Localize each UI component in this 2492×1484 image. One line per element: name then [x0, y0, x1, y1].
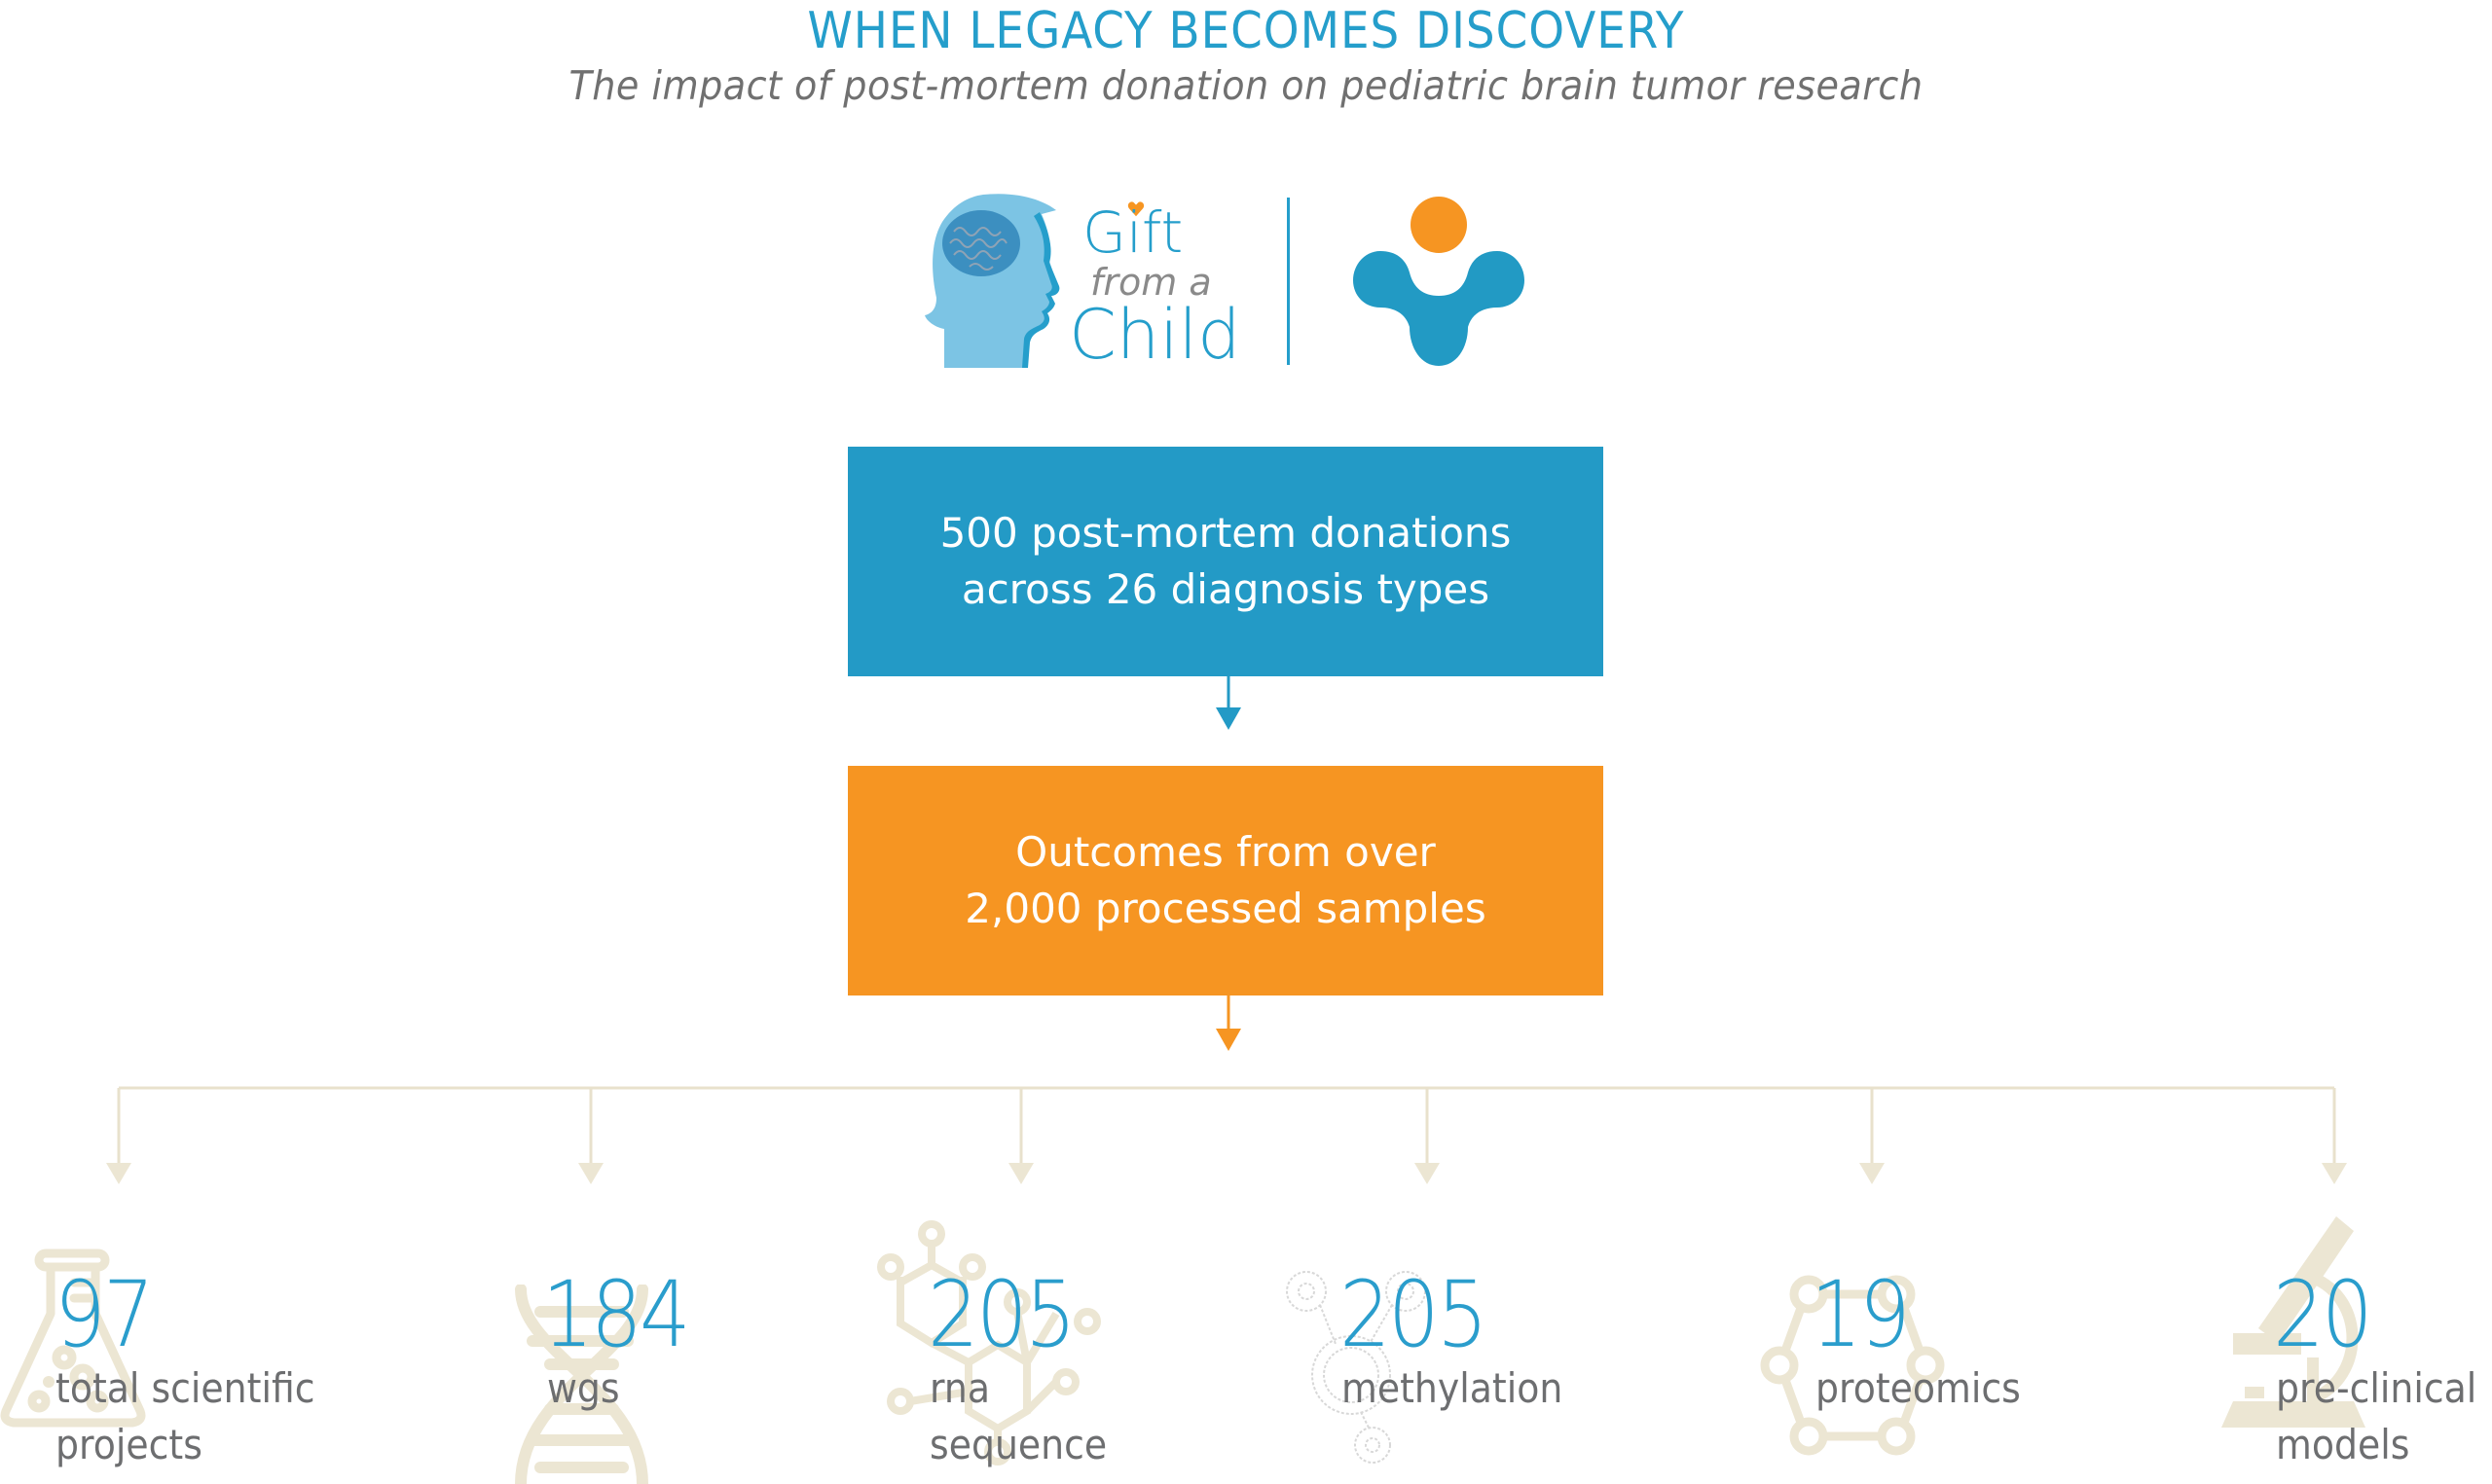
- partner-logo-icon: [1353, 197, 1524, 366]
- stat-value: 205: [928, 1262, 1077, 1368]
- logo-text-child: Child: [1069, 295, 1241, 375]
- stat-label-line-2: sequence: [930, 1421, 1108, 1468]
- stat-label: total scientific projects: [55, 1360, 315, 1473]
- donations-line-2: across 26 diagnosis types: [961, 565, 1490, 613]
- heart-icon: [1127, 201, 1145, 217]
- stat-value: 205: [1339, 1262, 1488, 1368]
- dna-icon: [515, 1285, 648, 1484]
- stat-value: 184: [542, 1262, 691, 1368]
- branch-arrow-rna: [1008, 1088, 1034, 1184]
- stat-label: pre-clinical models: [2276, 1360, 2476, 1473]
- stat-label-line-1: pre-clinical: [2276, 1364, 2477, 1412]
- branch-connector: [106, 1086, 2347, 1184]
- stat-value: 20: [2273, 1262, 2373, 1368]
- stat-projects: 97 total scientific projects: [0, 1207, 331, 1484]
- stat-value: 19: [1811, 1262, 1911, 1368]
- stat-label: rna sequence: [930, 1360, 1107, 1473]
- arrow-donations-to-outcomes: [1216, 675, 1241, 730]
- stat-label-line-1: methylation: [1341, 1364, 1563, 1412]
- microscope-icon: [2221, 1216, 2365, 1428]
- donations-box: 500 post-mortem donations across 26 diag…: [848, 447, 1603, 676]
- branch-arrow-methylation: [1414, 1088, 1440, 1184]
- page-title: WHEN LEGACY BECOMES DISCOVERY: [807, 2, 1685, 60]
- stat-proteomics: 19 proteomics: [1760, 1207, 2091, 1484]
- logo-text-from-a: from a: [1090, 261, 1212, 304]
- stat-rna: 205 rna sequence: [871, 1207, 1202, 1484]
- donations-line-1: 500 post-mortem donations: [939, 509, 1512, 557]
- protein-ring-icon: [1760, 1275, 1945, 1456]
- stat-label: methylation: [1341, 1360, 1562, 1417]
- branch-arrow-wgs: [578, 1088, 604, 1184]
- methylation-icon: [1286, 1271, 1426, 1464]
- stat-wgs: 184 wgs: [511, 1207, 842, 1484]
- stat-label-line-2: projects: [55, 1421, 202, 1468]
- stat-preclinical-models: 20 pre-clinical models: [2219, 1207, 2492, 1484]
- molecule-icon: [877, 1220, 1101, 1466]
- child-head-brain-icon: [925, 194, 1060, 368]
- outcomes-box: Outcomes from over 2,000 processed sampl…: [848, 766, 1603, 995]
- stat-label-line-1: total scientific: [55, 1364, 315, 1412]
- stat-label: proteomics: [1815, 1360, 2021, 1417]
- stat-label: wgs: [547, 1360, 620, 1417]
- flask-icon: [0, 1249, 146, 1428]
- stat-label-line-2: models: [2276, 1421, 2410, 1468]
- branch-arrow-proteomics: [1859, 1088, 1885, 1184]
- stat-label-line-1: wgs: [547, 1364, 620, 1412]
- outcomes-line-2: 2,000 processed samples: [965, 885, 1486, 932]
- stat-methylation: 205 methylation: [1285, 1207, 1616, 1484]
- stat-label-line-1: proteomics: [1815, 1364, 2021, 1412]
- logo-text-gift: Gift: [1082, 199, 1184, 266]
- stat-value: 97: [55, 1262, 155, 1368]
- outcomes-line-1: Outcomes from over: [1015, 828, 1436, 876]
- branch-arrow-models: [2322, 1088, 2347, 1184]
- stat-label-line-1: rna: [930, 1364, 991, 1412]
- arrow-outcomes-to-branch: [1216, 995, 1241, 1051]
- branch-arrow-projects: [106, 1088, 131, 1184]
- logo-divider: [1287, 198, 1290, 365]
- page-subtitle: The impact of post-mortem donation on pe…: [568, 62, 1924, 109]
